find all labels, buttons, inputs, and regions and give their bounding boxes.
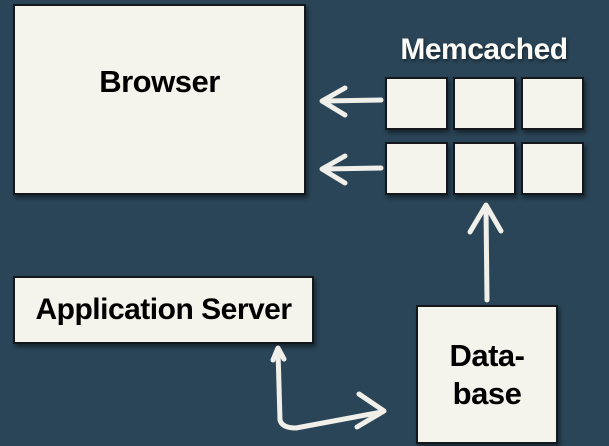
node-browser-label: Browser	[99, 64, 220, 99]
arrow-memcached-to-browser-top	[319, 85, 384, 118]
memcached-cell[interactable]	[385, 77, 448, 130]
memcached-cell[interactable]	[521, 142, 584, 195]
memcached-cell[interactable]	[453, 77, 516, 130]
arrow-database-to-memcached	[467, 202, 504, 303]
memcached-cell[interactable]	[385, 142, 448, 195]
node-memcached-title: Memcached	[400, 33, 568, 66]
node-memcached-cluster: Memcached	[383, 33, 585, 201]
node-application-server[interactable]: Application Server	[13, 276, 314, 344]
node-application-server-label: Application Server	[35, 293, 292, 327]
node-database[interactable]: Data- base	[416, 305, 558, 444]
node-database-label: Data- base	[449, 337, 525, 411]
arrow-memcached-to-browser-bottom	[319, 153, 384, 186]
memcached-cell[interactable]	[521, 77, 584, 130]
memcached-cell[interactable]	[453, 142, 516, 195]
arrow-application-server-to-database	[270, 345, 387, 431]
node-browser[interactable]: Browser	[13, 4, 306, 195]
memcached-cell-grid	[385, 77, 585, 195]
